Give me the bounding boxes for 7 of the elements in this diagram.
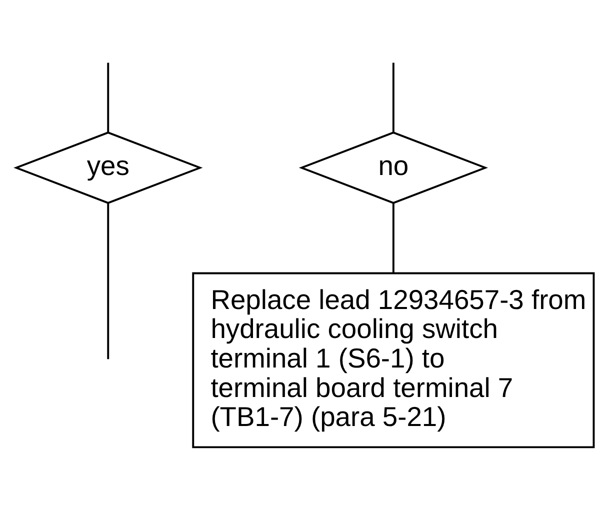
connector	[107, 202, 110, 359]
connector	[392, 62, 394, 132]
connector	[392, 202, 394, 273]
connector	[107, 62, 110, 132]
node-diamond: no	[298, 131, 488, 204]
node-box: Replace lead 12934657-3 from hydraulic cooling switch terminal 1 (S6-1) to terminal board terminal 7 (TB1-7) (para 5-21)	[192, 272, 595, 448]
node-diamond: yes	[14, 131, 203, 204]
